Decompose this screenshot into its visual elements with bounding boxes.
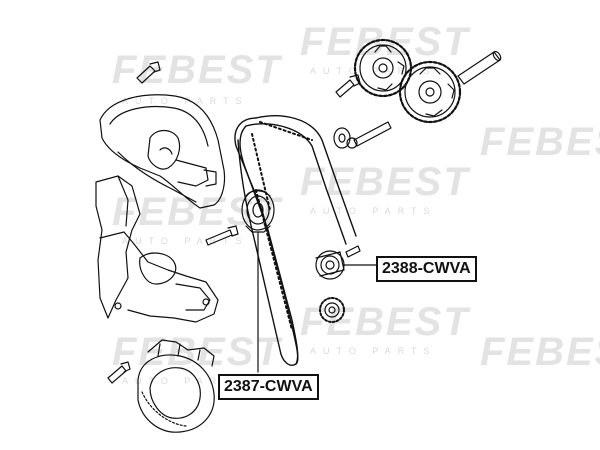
lower-timing-cover [95,175,219,323]
watermark-brand: FEBEST [480,120,600,164]
camshaft-gear [398,60,462,124]
watermark-brand: FEBEST [112,48,282,92]
bolt [107,361,131,384]
crankshaft-pulley [137,339,215,433]
watermark-tagline: AUTO PARTS [122,96,249,106]
watermark-tagline: AUTO PARTS [310,66,437,76]
watermark-tagline: AUTO PARTS [122,376,249,386]
tensioner-pulley [241,189,275,233]
watermark-brand: FEBEST [300,160,470,204]
crankshaft-gear [319,297,345,323]
bolt [346,121,392,149]
timing-belt [234,115,357,366]
part-number-callout-tensioner: 2387-CWVA [218,374,319,400]
idler-pulley [315,250,345,280]
watermark-brand: FEBEST [112,330,282,374]
part-number-callout-idler: 2388-CWVA [376,256,477,282]
camshaft-gear [353,38,413,98]
watermark-tagline: AUTO PARTS [310,346,437,356]
bolt [205,225,239,246]
dowel-pin [457,50,502,85]
watermark-brand: FEBEST [300,20,470,64]
bolt [136,61,161,84]
upper-timing-cover [99,94,226,209]
watermark-tagline: AUTO PARTS [310,206,437,216]
watermark-brand: FEBEST [480,330,600,374]
watermark-tagline: AUTO PARTS [122,236,249,246]
washer [333,127,351,149]
bolt [345,245,361,258]
bolt [335,74,361,98]
